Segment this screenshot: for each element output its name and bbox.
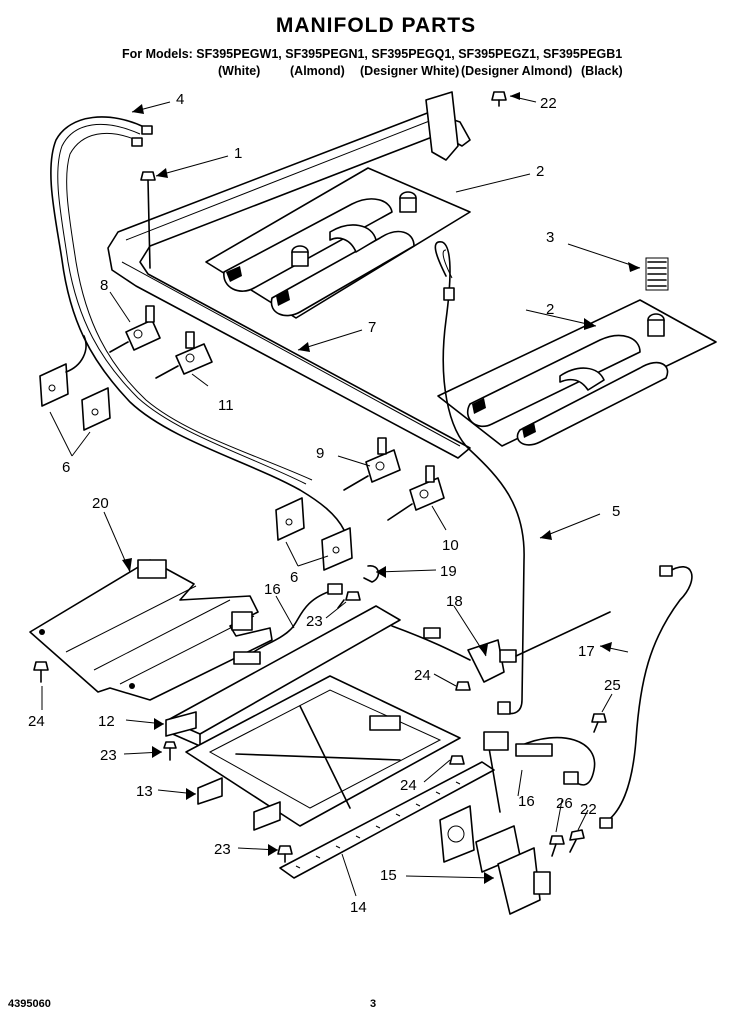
screw-26 bbox=[549, 835, 565, 857]
callout-18: 18 bbox=[446, 593, 463, 610]
callout-16-upper: 16 bbox=[264, 581, 281, 598]
callout-6-right: 6 bbox=[290, 569, 298, 586]
orifice-holder-18 bbox=[391, 611, 611, 683]
callout-9: 9 bbox=[316, 445, 324, 462]
igniter-bracket-c bbox=[275, 497, 305, 541]
burner-support-rail bbox=[107, 111, 471, 459]
callout-11: 11 bbox=[218, 397, 234, 414]
burner-tray-lower bbox=[437, 299, 717, 447]
leader-lines bbox=[41, 92, 641, 897]
callout-24-left: 24 bbox=[28, 713, 45, 730]
gas-supply-line-17 bbox=[599, 565, 693, 829]
callout-6-left: 6 bbox=[62, 459, 70, 476]
manifold-bar-14 bbox=[279, 761, 495, 879]
burner-tray-upper bbox=[205, 167, 471, 319]
screw-22-bottom bbox=[569, 829, 585, 853]
callout-5: 4 bbox=[176, 91, 184, 108]
models-line: For Models: SF395PEGW1, SF395PEGN1, SF39… bbox=[122, 47, 623, 61]
igniter-wire-16b bbox=[515, 736, 596, 786]
callout-10: 10 bbox=[442, 537, 459, 554]
color-black: (Black) bbox=[581, 64, 623, 78]
doc-number: 4395060 bbox=[8, 998, 51, 1010]
page-number: 3 bbox=[370, 998, 377, 1010]
callout-8: 8 bbox=[100, 277, 108, 294]
callout-26: 26 bbox=[556, 795, 573, 812]
manifold-gas-line bbox=[434, 241, 525, 715]
color-white: (White) bbox=[218, 64, 261, 78]
callout-24-mid: 23 bbox=[306, 613, 323, 630]
screw-23-b bbox=[277, 845, 293, 863]
callout-20: 20 bbox=[92, 495, 109, 512]
callout-12: 12 bbox=[98, 713, 115, 730]
support-bracket-12 bbox=[165, 711, 197, 737]
burner-spring bbox=[645, 257, 669, 291]
color-almond: (Almond) bbox=[290, 64, 345, 78]
callout-13: 13 bbox=[136, 783, 153, 800]
color-designer-white: (Designer White) bbox=[360, 64, 460, 78]
callout-15: 15 bbox=[380, 867, 397, 884]
igniter-bracket-a bbox=[39, 335, 87, 407]
callout-labels: 4 1 2 3 2 22 7 8 11 9 10 5 6 6 20 19 16 … bbox=[28, 91, 621, 916]
bottom-shield bbox=[29, 559, 273, 701]
callout-24-lower: 24 bbox=[400, 777, 417, 794]
callout-25: 25 bbox=[604, 677, 621, 694]
clip-19 bbox=[363, 565, 380, 583]
callout-24-right: 24 bbox=[414, 667, 431, 684]
callout-17: 17 bbox=[578, 643, 595, 660]
callout-2-upper: 2 bbox=[536, 163, 544, 180]
callout-16-lower: 16 bbox=[518, 793, 535, 810]
callout-19: 19 bbox=[440, 563, 457, 580]
callout-22-bottom: 22 bbox=[580, 801, 597, 818]
burner-valve-9 bbox=[343, 437, 401, 491]
callout-22-top: 22 bbox=[540, 95, 557, 112]
page-title: MANIFOLD PARTS bbox=[275, 14, 477, 37]
callout-2-lower: 2 bbox=[546, 301, 554, 318]
igniter-wire-16a bbox=[233, 583, 343, 665]
screw-1 bbox=[140, 171, 156, 269]
screw-24-a bbox=[33, 661, 49, 683]
screw-24-b bbox=[337, 591, 361, 609]
callout-4: 5 bbox=[612, 503, 620, 520]
screw-24-d bbox=[449, 755, 465, 765]
rail-bracket bbox=[425, 91, 459, 161]
screw-22-top bbox=[491, 91, 507, 107]
wire-harness bbox=[50, 116, 345, 531]
burner-valve-10 bbox=[387, 465, 445, 521]
screw-25 bbox=[591, 713, 607, 733]
callout-1: 1 bbox=[234, 145, 242, 162]
callout-23-upper: 23 bbox=[100, 747, 117, 764]
igniter-bracket-d bbox=[321, 527, 353, 571]
retainer-clip-13 bbox=[197, 777, 223, 805]
pressure-regulator-15 bbox=[439, 731, 551, 915]
color-designer-almond: (Designer Almond) bbox=[461, 64, 573, 78]
retainer-clip bbox=[253, 801, 281, 831]
callout-3: 3 bbox=[546, 229, 554, 246]
igniter-bracket-b bbox=[81, 387, 111, 431]
screw-24-c bbox=[455, 681, 471, 691]
callout-23-lower: 23 bbox=[214, 841, 231, 858]
screw-23-a bbox=[163, 741, 177, 761]
callout-7: 7 bbox=[368, 319, 376, 336]
burner-valve-8 bbox=[109, 305, 161, 353]
burner-valve-11 bbox=[155, 331, 213, 379]
callout-14: 14 bbox=[350, 899, 367, 916]
